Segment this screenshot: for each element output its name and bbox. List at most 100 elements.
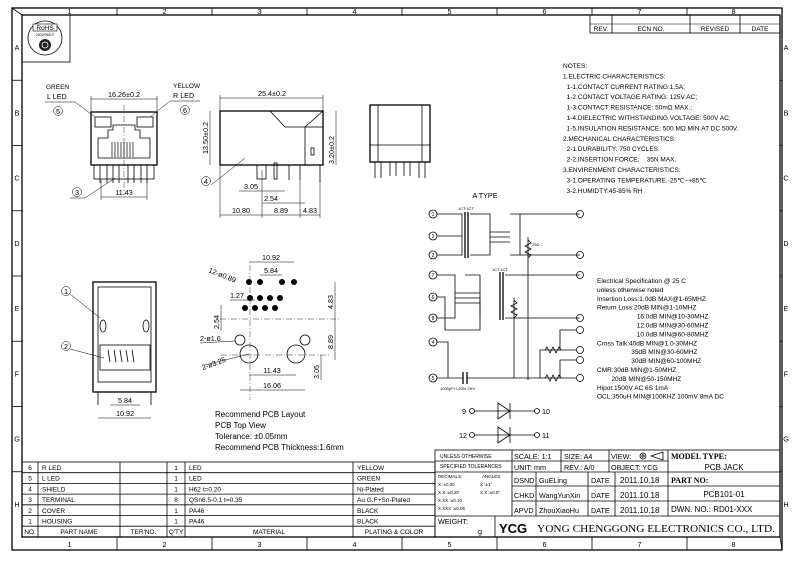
callout-2: 2 <box>64 342 68 351</box>
front-pin-span-dim: 11.43 <box>115 188 132 197</box>
spec-line: Return Loss:20dB MIN@1-10MHZ <box>597 305 696 312</box>
column-label-bottom: 7 <box>638 540 642 549</box>
spec-line: Cross Talk:40dB MIN@1.0-30MHZ <box>597 340 697 347</box>
spec-line: Electrical Specification @ 25 C <box>597 278 686 285</box>
weight-unit: g <box>478 527 482 536</box>
dim-8-89: 8.89 <box>274 206 288 215</box>
pcb-dim-11-43: 11.43 <box>263 366 280 375</box>
projection-symbol-icon <box>639 451 664 461</box>
callout-4: 4 <box>204 177 208 186</box>
bottom-dim-5-84: 5.84 <box>118 396 132 405</box>
side-standoff-dim: 3.20±0.2 <box>327 136 336 164</box>
row-label-left: H <box>14 500 19 509</box>
column-label-bottom: 1 <box>68 540 72 549</box>
side-view: 25.4±0.2 13.50±0.2 3.20±0.2 3.05 2.54 10… <box>201 89 337 218</box>
note-line: 1-3.CONTACT RESISTANCE: 50mΩ MAX.; <box>563 105 692 112</box>
pin-label: 7 <box>432 273 435 279</box>
right-led-color: YELLOW <box>173 83 201 90</box>
ratio-top: 1CT:1CT <box>458 206 474 211</box>
pin-label: 4 <box>432 340 435 346</box>
parts-cell-qty: 1 <box>174 476 178 483</box>
spec-line: 10.0dB MIN@60-80MHZ <box>597 331 708 338</box>
led1-pin-a: 9 <box>462 407 466 416</box>
parts-cell-no: 5 <box>28 476 32 483</box>
pcb-dim-10-92: 10.92 <box>262 253 280 262</box>
signoff-date: 2011.10.18 <box>620 491 660 500</box>
model-type: PCB JACK <box>704 463 744 472</box>
led1-pin-b: 10 <box>542 407 550 416</box>
led-symbol-2: 12 11 <box>459 426 549 444</box>
parts-cell-no: 4 <box>28 486 32 493</box>
tolerance-title-1: UNLESS OTHERWISE <box>440 454 492 460</box>
pcb-dim-row: 2.54 <box>212 315 221 329</box>
note-line: 3-2.HUMIDTY:45-85% RH <box>563 188 643 195</box>
parts-header: Q'TY <box>169 529 184 536</box>
parts-cell-name: TERMINAL <box>42 497 75 504</box>
parts-cell-material: PA46 <box>189 519 205 526</box>
signoff-date-label: DATE <box>591 506 610 515</box>
spec-line: 20dB MIN@50-150MHZ <box>597 376 681 383</box>
parts-header: MATERIAL <box>253 529 285 536</box>
parts-header: PART NAME <box>60 529 98 536</box>
left-led-name: L LED <box>47 92 67 101</box>
row-label-left: C <box>14 174 19 183</box>
pcb-dim-4-83: 4.83 <box>326 295 335 309</box>
parts-cell-material: LED <box>189 476 202 483</box>
revision-table: REV. ECN NO. REVISED DATE <box>589 14 781 34</box>
parts-cell-plating: YELLOW <box>357 465 385 472</box>
column-label-top: 5 <box>448 7 452 16</box>
parts-cell-qty: 1 <box>174 486 178 493</box>
led2-pin-a: 12 <box>459 431 467 440</box>
pin-circle <box>428 209 438 219</box>
spec-line: 35dB MIN@30-60MHZ <box>597 349 698 356</box>
parts-cell-plating: BLACK <box>357 508 379 515</box>
left-led-color: GREEN <box>46 84 69 91</box>
spec-line: CMR:30dB MIN@1-50MHZ <box>597 367 676 374</box>
parts-cell-name: R LED <box>42 465 61 472</box>
row-label-right: B <box>784 108 789 117</box>
rohs-label: RoHS <box>36 25 54 32</box>
rev: REV.: A/0 <box>564 463 595 472</box>
decimal-1: X :±0.30 <box>438 482 455 487</box>
bottom-view: 5.84 10.92 1 2 <box>61 281 157 419</box>
view: VIEW: <box>611 452 631 461</box>
row-label-right: C <box>783 174 788 183</box>
led-symbol-1: 9 10 <box>462 402 550 420</box>
pin-circle <box>428 313 438 323</box>
column-label-bottom: 6 <box>543 540 547 549</box>
column-label-top: 7 <box>638 7 642 16</box>
pcb-dim-8-89: 8.89 <box>326 335 335 349</box>
signoff-name: GuELing <box>539 476 567 485</box>
parts-cell-material: PA46 <box>189 508 205 515</box>
note-line: 3.ENVIRENMENT CHARACTERISTICS: <box>563 167 681 174</box>
parts-cell-qty: 1 <box>174 508 178 515</box>
dwn-no: DWN. NO.: RD01-XXX <box>671 505 753 514</box>
notes: NOTES:1.ELECTRIC CHARACTERISTICS: 1-1.CO… <box>563 63 739 195</box>
weight-label: WEIGHT: <box>438 517 468 526</box>
angle-1: X :±1° <box>480 482 492 487</box>
parts-cell-no: 1 <box>28 519 32 526</box>
decimal-3: X.XX :±0.10 <box>438 498 462 503</box>
row-label-left: A <box>15 43 20 52</box>
parts-cell-material: QSn6.5-0.1 t=0.35 <box>189 497 243 504</box>
side-length-dim: 25.4±0.2 <box>258 89 286 98</box>
parts-header: TER'NO. <box>131 529 157 536</box>
scale: SCALE: 1:1 <box>514 452 552 461</box>
note-line: 1.ELECTRIC CHARACTERISTICS: <box>563 73 666 80</box>
pcb-dim-pitch: 1.27 <box>230 291 244 300</box>
parts-cell-material: LED <box>189 465 202 472</box>
pcb-post-holes: 2-ø3.25 <box>201 355 227 372</box>
back-view <box>369 104 431 178</box>
row-label-left: E <box>15 304 20 313</box>
row-label-right: H <box>783 500 788 509</box>
note-line: NOTES: <box>563 63 587 70</box>
decimal-2: X.X :±0.20 <box>438 490 459 495</box>
pcb-dim-16-06: 16.06 <box>263 381 281 390</box>
note-line: 1-5.INSULATION RESISTANCE: 500 MΩ MIN.AT… <box>563 125 739 132</box>
parts-header: PLATING & COLOR <box>365 529 424 536</box>
